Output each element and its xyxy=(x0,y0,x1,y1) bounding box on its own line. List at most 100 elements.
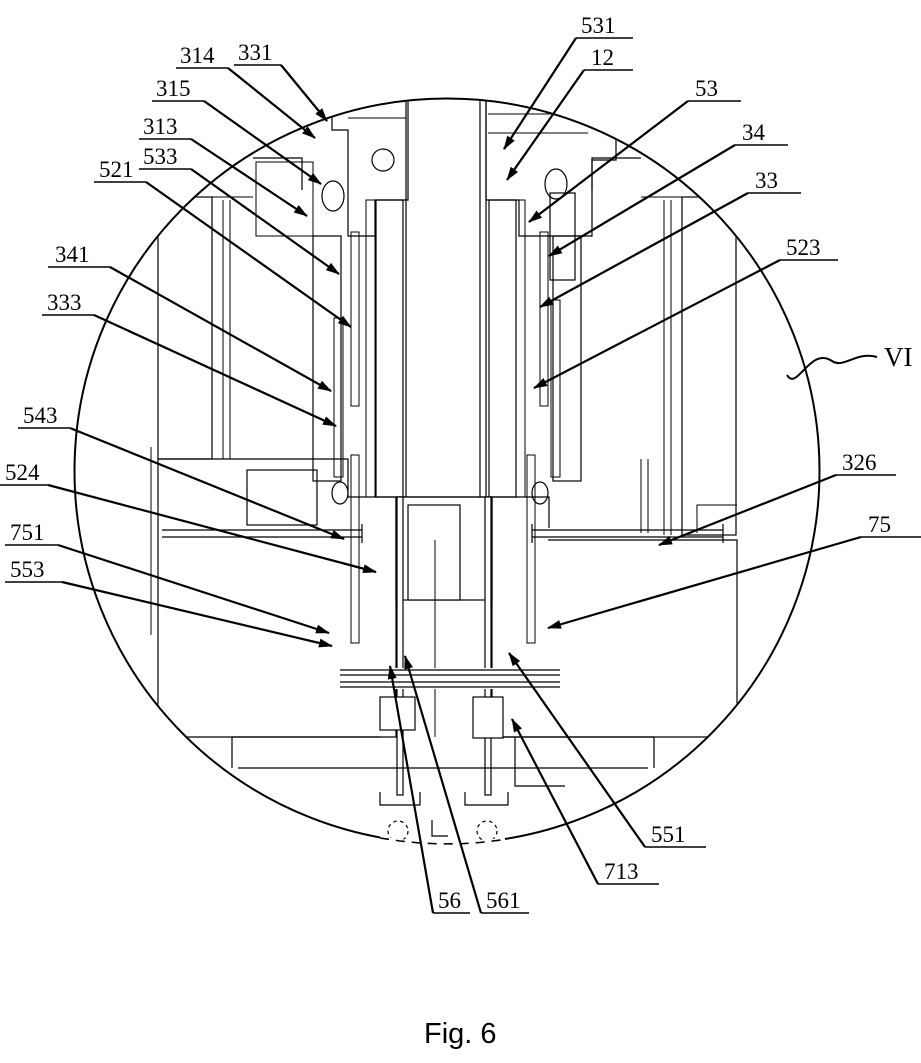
callout-326-leader xyxy=(658,473,837,547)
callout-315-label: 315 xyxy=(156,76,191,101)
callout-521-leader xyxy=(145,181,352,328)
callout-341-label: 341 xyxy=(55,242,90,267)
callout-314-leader xyxy=(227,67,316,139)
bolt-circle-right xyxy=(476,820,498,842)
callout-561-label: 561 xyxy=(486,888,521,913)
callout-561-leader xyxy=(403,655,483,914)
stipple-column-left xyxy=(375,199,404,498)
callout-543-leader xyxy=(69,426,345,541)
callout-75-label: 75 xyxy=(868,512,891,537)
callout-341: 341 xyxy=(48,242,332,392)
callout-53-label: 53 xyxy=(695,76,718,101)
callout-56: 56 xyxy=(387,665,470,914)
callout-551: 551 xyxy=(508,652,706,848)
callout-751: 751 xyxy=(5,520,330,635)
callout-551-leader xyxy=(508,652,646,848)
bottom-tier-lines xyxy=(231,736,655,787)
callout-333: 333 xyxy=(42,290,337,427)
callout-313-leader xyxy=(190,138,308,217)
oring-lower-left xyxy=(331,481,349,505)
mechanism-section xyxy=(150,99,738,842)
callout-524-label: 524 xyxy=(5,460,40,485)
callout-553-leader xyxy=(61,580,333,648)
callout-333-leader xyxy=(93,314,337,427)
callouts: 314 331 315 313 533 521 xyxy=(0,13,921,914)
callout-543: 543 xyxy=(18,403,345,541)
callout-314-label: 314 xyxy=(180,43,215,68)
callout-543-label: 543 xyxy=(23,403,58,428)
callout-561: 561 xyxy=(403,655,529,914)
callout-53-leader xyxy=(528,100,689,223)
collar-band-right xyxy=(552,235,582,482)
callout-751-label: 751 xyxy=(10,520,45,545)
callout-12: 12 xyxy=(506,45,633,181)
view-vi-squiggle xyxy=(786,354,878,380)
liner-strip-left xyxy=(365,199,376,498)
callout-75-leader xyxy=(547,535,862,630)
flange-lines-right xyxy=(531,524,724,543)
callout-34: 34 xyxy=(548,120,788,257)
callout-551-label: 551 xyxy=(651,822,686,847)
callout-75: 75 xyxy=(547,512,921,630)
tube-left xyxy=(396,496,404,796)
figure-caption: Fig. 6 xyxy=(424,1018,497,1050)
callout-713-label: 713 xyxy=(604,859,639,884)
rail-lines xyxy=(340,669,560,688)
callout-333-label: 333 xyxy=(47,290,82,315)
callout-34-label: 34 xyxy=(742,120,766,145)
collar-band-left xyxy=(312,235,342,482)
stipple-column-right xyxy=(488,199,517,498)
central-cavity xyxy=(407,504,461,601)
callout-521: 521 xyxy=(94,157,352,328)
callout-331-label: 331 xyxy=(238,40,273,65)
callout-315: 315 xyxy=(152,76,322,185)
callout-533-label: 533 xyxy=(143,144,178,169)
callout-331-leader xyxy=(280,64,328,122)
flange-strip-left xyxy=(162,528,362,539)
view-vi-label: VI xyxy=(884,342,913,372)
callout-751-leader xyxy=(57,543,330,635)
callout-523-label: 523 xyxy=(786,235,821,260)
oring-lower-right xyxy=(531,481,549,505)
callout-12-label: 12 xyxy=(591,45,614,70)
seal-strip-outer-left xyxy=(333,317,344,478)
cap-left xyxy=(331,99,409,237)
cap-notch-right xyxy=(549,192,576,281)
cap-tick-lines xyxy=(348,113,588,134)
callout-33-leader xyxy=(539,192,749,308)
callout-341-leader xyxy=(109,266,332,392)
callout-56-leader xyxy=(387,665,435,914)
callout-523: 523 xyxy=(533,235,838,389)
outer-plate-left xyxy=(157,196,213,460)
cap-notch-left xyxy=(371,148,395,172)
callout-326: 326 xyxy=(658,450,896,547)
callout-326-label: 326 xyxy=(842,450,877,475)
callout-531: 531 xyxy=(503,13,633,150)
callout-314: 314 xyxy=(176,43,316,139)
callout-524: 524 xyxy=(0,460,377,574)
callout-33: 33 xyxy=(539,168,801,308)
right-zone-lines xyxy=(640,459,737,533)
flange-lines-left xyxy=(162,524,363,543)
seal-strip-inner-left-upper xyxy=(350,231,360,407)
circle-dashed-segment xyxy=(379,837,506,845)
callout-531-leader xyxy=(503,37,577,150)
bottom-brackets xyxy=(379,792,509,837)
liner-strip-right xyxy=(515,199,526,498)
callout-315-leader xyxy=(203,100,322,185)
callout-523-leader xyxy=(533,259,781,389)
callout-553: 553 xyxy=(5,557,333,648)
flange-strip-right xyxy=(532,528,723,539)
tube-right xyxy=(484,496,492,796)
callout-521-label: 521 xyxy=(99,157,134,182)
callout-12-leader xyxy=(506,69,585,181)
seal-strip-inner-left-lower xyxy=(350,454,360,644)
seal-strip-outer-right xyxy=(550,299,561,478)
callout-533: 533 xyxy=(139,144,340,275)
callout-56-label: 56 xyxy=(438,888,461,913)
callout-713-leader xyxy=(511,718,599,885)
callout-53: 53 xyxy=(528,76,741,223)
callout-533-leader xyxy=(190,168,340,275)
callout-531-label: 531 xyxy=(581,13,616,38)
